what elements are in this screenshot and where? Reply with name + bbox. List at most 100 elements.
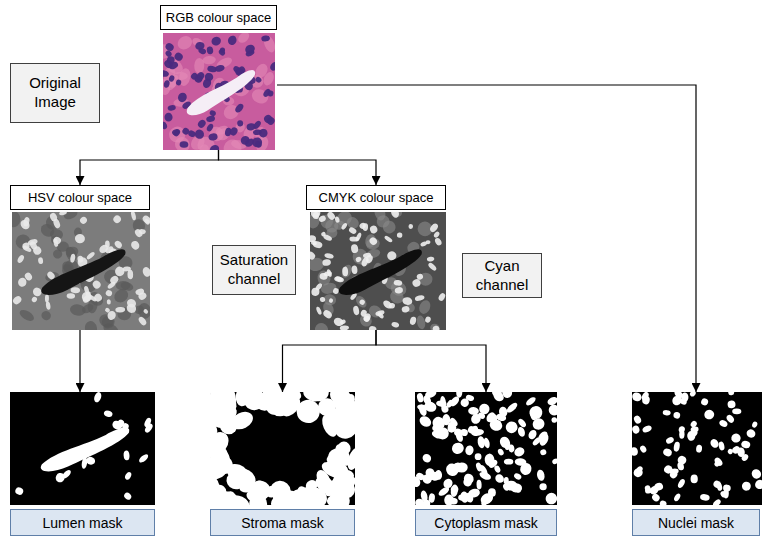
cytoplasm-mask-image xyxy=(415,392,557,505)
cell-blob xyxy=(691,475,698,484)
cell-blob xyxy=(141,214,150,225)
cell-blob xyxy=(234,102,245,114)
cell-blob xyxy=(478,470,492,481)
cell-blob xyxy=(326,269,332,278)
cell-blob xyxy=(23,271,33,281)
cell-blob xyxy=(163,70,169,78)
cell-blob xyxy=(342,266,349,276)
cell-blob xyxy=(190,72,199,81)
cell-blob xyxy=(229,126,239,137)
cell-blob xyxy=(431,429,445,440)
cell-blob xyxy=(673,412,681,420)
cell-blob xyxy=(210,414,226,427)
cell-blob xyxy=(510,483,523,493)
cell-blob xyxy=(551,457,557,465)
nuclei-mask-image xyxy=(632,392,762,505)
cell-blob xyxy=(417,298,432,315)
cell-blob xyxy=(421,473,434,486)
cell-blob xyxy=(163,121,168,130)
cell-blob xyxy=(475,462,483,472)
cell-blob xyxy=(669,468,679,474)
cell-blob xyxy=(432,325,440,330)
cell-blob xyxy=(740,440,751,449)
cell-blob xyxy=(210,443,230,465)
cell-blob xyxy=(312,240,323,249)
caption-box: Cyan channel xyxy=(462,253,542,298)
cell-blob xyxy=(401,306,410,314)
lumen-mask-image xyxy=(10,392,155,505)
cell-blob xyxy=(450,441,466,456)
cell-blob xyxy=(712,480,722,490)
cell-blob xyxy=(373,212,387,222)
cell-blob xyxy=(751,421,758,429)
cell-blob xyxy=(718,441,725,451)
cell-blob xyxy=(334,418,355,440)
cell-blob xyxy=(181,127,190,136)
cell-blob xyxy=(69,303,86,317)
cell-blob xyxy=(725,413,735,424)
cell-blob xyxy=(459,397,471,409)
cell-blob xyxy=(663,410,671,416)
flow-arrow xyxy=(79,330,80,392)
header-box: RGB colour space xyxy=(160,5,277,30)
cell-blob xyxy=(718,419,728,428)
cell-blob xyxy=(375,309,385,316)
cell-blob xyxy=(450,484,459,497)
cell-blob xyxy=(505,401,519,414)
cell-blob xyxy=(262,392,289,418)
node-label: RGB colour space xyxy=(166,10,272,25)
cell-blob xyxy=(668,469,678,480)
cell-blob xyxy=(382,219,397,235)
cell-blob xyxy=(311,287,320,296)
node-label: Original Image xyxy=(15,74,95,112)
cell-blob xyxy=(334,276,345,283)
cell-blob xyxy=(115,266,125,276)
cell-blob xyxy=(497,448,505,457)
cell-blob xyxy=(124,471,133,481)
node-label: HSV colour space xyxy=(28,190,132,205)
cell-blob xyxy=(326,212,337,221)
cell-blob xyxy=(458,494,467,502)
image-ground xyxy=(310,212,446,330)
cell-blob xyxy=(206,123,215,133)
cell-blob xyxy=(426,240,431,244)
cell-blob xyxy=(402,297,413,306)
cell-blob xyxy=(498,406,508,418)
cell-blob xyxy=(662,447,673,457)
cell-blob xyxy=(127,270,133,280)
cell-blob xyxy=(448,417,459,428)
cell-blob xyxy=(45,301,51,310)
lumen-shape xyxy=(41,249,125,295)
cell-blob xyxy=(12,212,21,228)
cell-blob xyxy=(696,444,703,452)
cell-blob xyxy=(324,252,334,259)
cell-blob xyxy=(64,245,80,263)
cell-blob xyxy=(130,212,136,221)
cell-blob xyxy=(504,459,514,465)
cell-blob xyxy=(540,449,547,456)
cell-blob xyxy=(237,120,244,127)
cell-blob xyxy=(659,500,667,505)
cell-blob xyxy=(727,400,736,408)
node-label: Lumen mask xyxy=(42,515,122,531)
cell-blob xyxy=(322,309,334,320)
cell-blob xyxy=(116,281,131,290)
cell-blob xyxy=(750,467,762,480)
cell-blob xyxy=(348,226,358,235)
cell-blob xyxy=(530,410,537,421)
cell-blob xyxy=(355,256,362,263)
cell-blob xyxy=(262,70,275,87)
mask-panel: Nuclei mask xyxy=(632,392,760,536)
cell-blob xyxy=(642,424,653,433)
cell-blob xyxy=(449,467,460,476)
flow-arrow xyxy=(376,330,486,392)
cell-blob xyxy=(340,263,354,279)
cell-blob xyxy=(218,48,227,57)
cell-blob xyxy=(713,456,724,467)
cell-blob xyxy=(415,475,422,488)
cell-blob xyxy=(168,61,179,71)
cell-blob xyxy=(394,287,403,294)
cell-blob xyxy=(416,273,424,280)
cell-blob xyxy=(243,137,255,149)
cell-blob xyxy=(475,453,482,460)
